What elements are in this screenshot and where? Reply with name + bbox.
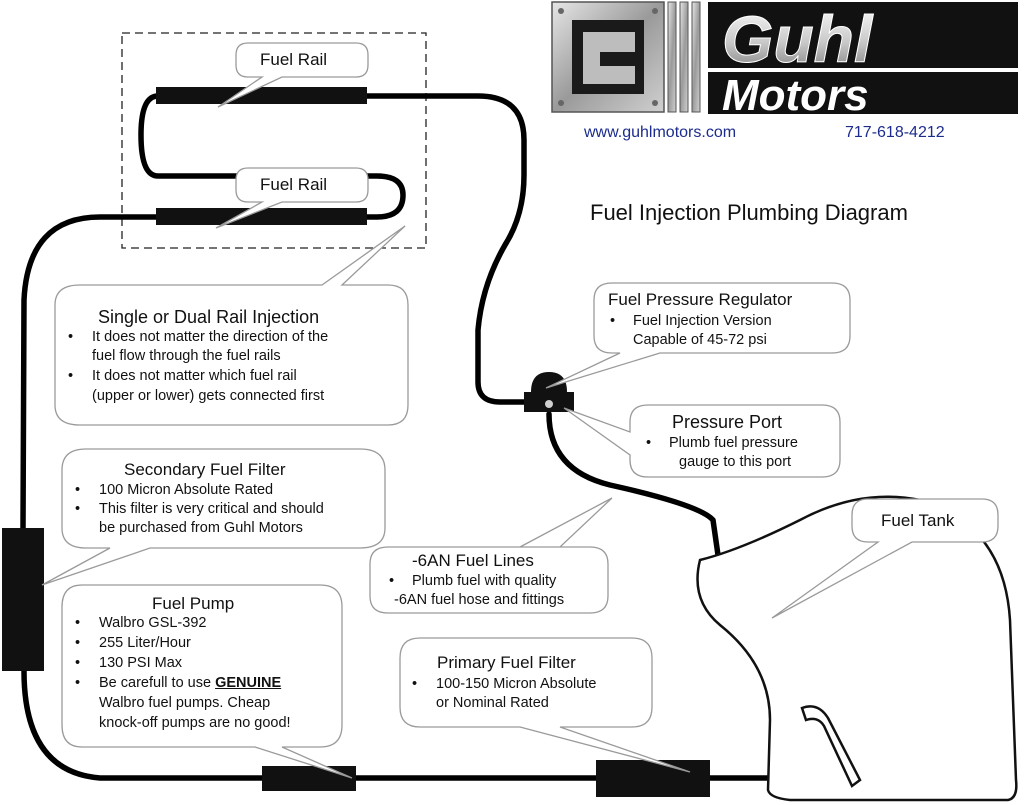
rail-injection-bullet-1-cont: fuel flow through the fuel rails: [92, 348, 281, 364]
secondary-filter-bullet-2: This filter is very critical and should: [99, 501, 324, 517]
fuel-lines-title: -6AN Fuel Lines: [412, 551, 534, 570]
bullet-icon: •: [610, 313, 616, 329]
fuel-rail-upper-callout: [217, 42, 369, 108]
tank-filler-neck: [800, 705, 862, 788]
rail-injection-bullet-1: It does not matter the direction of the: [92, 329, 329, 345]
bullet-icon: •: [75, 482, 81, 498]
tank-body: [696, 495, 1018, 802]
bullet-icon: •: [412, 676, 418, 692]
bullet-icon: •: [75, 655, 81, 671]
callouts: [41, 42, 999, 779]
logo-word-bottom: Motors: [722, 71, 869, 120]
bullet-icon: •: [389, 573, 395, 589]
phone-number: 717-618-4212: [845, 124, 945, 141]
line-pump-to-primary-filter: [21, 668, 265, 781]
logo-word-top: Guhl: [722, 2, 874, 76]
genuine-emphasis: GENUINE: [215, 675, 282, 691]
line-between-rails: [138, 93, 406, 220]
fuel-rail-lower: [156, 208, 367, 225]
fuel-tank: [696, 495, 1018, 802]
logo-top-band: [708, 2, 1018, 68]
regulator-callout: [545, 282, 851, 389]
bullet-icon: •: [75, 675, 81, 691]
secondary-filter-bullet-2-cont: be purchased from Guhl Motors: [99, 520, 303, 536]
logo-bottom-band: [708, 72, 1018, 114]
screw-icon: [652, 8, 658, 14]
bullet-icon: •: [75, 635, 81, 651]
fuel-pump-bullet-4: Be carefull to use GENUINE: [99, 674, 281, 694]
primary-filter-title: Primary Fuel Filter: [437, 653, 576, 672]
line-regulator-to-tank: [546, 411, 721, 558]
fuel-rail-upper: [156, 87, 367, 104]
primary-fuel-filter: [596, 760, 710, 797]
pressure-port-bullet-1: Plumb fuel pressure: [669, 435, 798, 451]
bullet-icon: •: [68, 329, 74, 345]
regulator-title: Fuel Pressure Regulator: [608, 290, 793, 309]
pressure-port-title: Pressure Port: [672, 412, 783, 432]
pressure-port-icon: [545, 400, 553, 408]
guhl-motors-logo: Guhl Motors: [551, 1, 1018, 120]
logo-stripe: [667, 1, 677, 113]
fuel-tank-label: Fuel Tank: [881, 511, 955, 530]
secondary-filter-callout: [41, 448, 386, 586]
rail-area-box: [121, 32, 427, 249]
secondary-filter-bullet-1: 100 Micron Absolute Rated: [99, 482, 274, 498]
website-link[interactable]: www.guhlmotors.com: [584, 124, 737, 141]
fuel-rail-lower-callout: [215, 167, 369, 229]
bullet-icon: •: [68, 368, 74, 384]
bullet-icon: •: [75, 615, 81, 631]
fuel-pump-bullet-1: Walbro GSL-392: [99, 615, 207, 631]
screw-icon: [652, 100, 658, 106]
fuel-lines-callout: [369, 497, 613, 614]
regulator-bullet-1-cont: Capable of 45-72 psi: [633, 332, 767, 348]
fuel-pump-bullet-4-cont-2: knock-off pumps are no good!: [99, 715, 291, 731]
pressure-port-callout: [563, 404, 841, 478]
fuel-pump-bullet-3: 130 PSI Max: [99, 655, 183, 671]
line-rail-to-regulator: [364, 93, 530, 405]
fuel-pump-bullet-4-text: Be carefull to use: [99, 675, 216, 691]
rail-injection-callout: [54, 225, 409, 426]
fuel-rail-lower-label: Fuel Rail: [260, 175, 328, 194]
rail-injection-bullet-2: It does not matter which fuel rail: [92, 368, 297, 384]
secondary-filter-and-pump: [2, 528, 44, 671]
screw-icon: [558, 8, 564, 14]
fuel-lines-bullet-1: Plumb fuel with quality: [412, 573, 557, 589]
regulator-dome: [531, 372, 567, 392]
regulator-bullet-1: Fuel Injection Version: [633, 313, 772, 329]
primary-filter-fitting: [262, 766, 356, 791]
fuel-pump-title: Fuel Pump: [152, 594, 235, 613]
line-rail-to-secondary-filter: [20, 214, 161, 531]
fuel-lines-bullet-1-cont: -6AN fuel hose and fittings: [394, 592, 565, 608]
primary-filter-callout: [399, 637, 691, 773]
diagram-title: Fuel Injection Plumbing Diagram: [590, 200, 908, 225]
screw-icon: [558, 100, 564, 106]
primary-filter-bullet-1-cont: or Nominal Rated: [436, 695, 549, 711]
bullet-icon: •: [646, 435, 652, 451]
fuel-pump-bullet-2: 255 Liter/Hour: [99, 635, 191, 651]
logo-stripe: [679, 1, 689, 113]
pressure-port-bullet-1-cont: gauge to this port: [679, 454, 792, 470]
fuel-pump-callout: [61, 584, 353, 779]
logo-stripe: [691, 1, 701, 113]
secondary-filter-title: Secondary Fuel Filter: [124, 460, 286, 479]
fuel-rail-upper-label: Fuel Rail: [260, 50, 328, 69]
rail-injection-title: Single or Dual Rail Injection: [98, 307, 320, 327]
fuel-pump-bullet-4-cont-1: Walbro fuel pumps. Cheap: [99, 695, 271, 711]
rail-injection-bullet-2-cont: (upper or lower) gets connected first: [92, 388, 325, 404]
primary-filter-bullet-1: 100-150 Micron Absolute: [436, 676, 597, 692]
bullet-icon: •: [75, 501, 81, 517]
fuel-tank-callout: [771, 498, 999, 619]
logo-g-bar: [600, 52, 644, 66]
fuel-pressure-regulator: [524, 372, 574, 412]
